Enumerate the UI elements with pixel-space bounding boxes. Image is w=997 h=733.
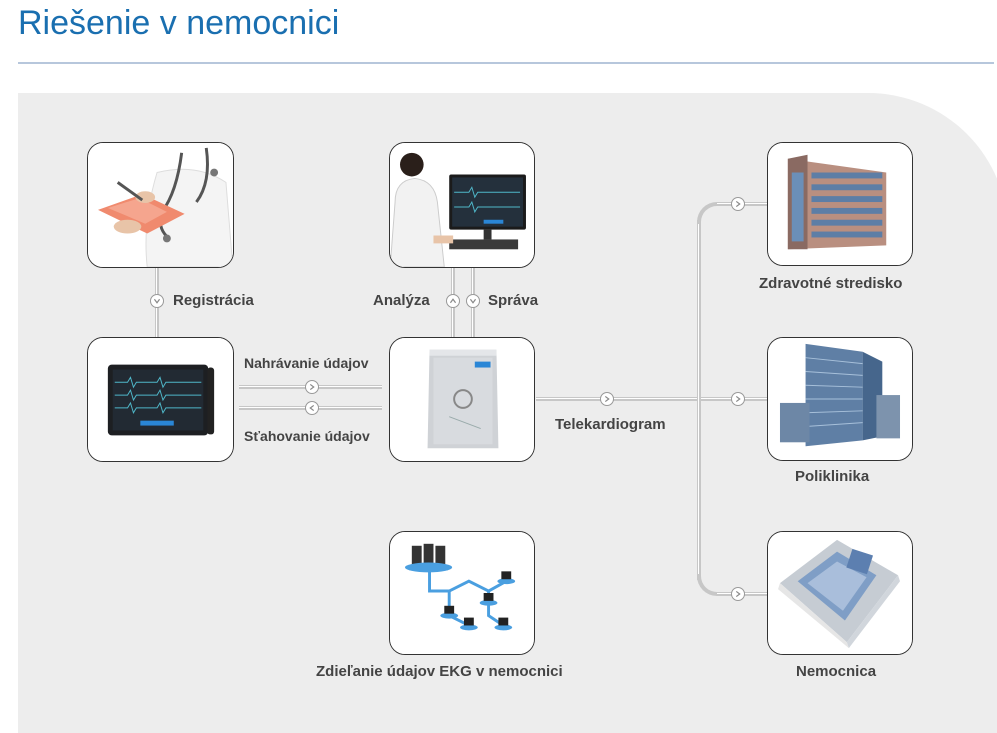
title-divider bbox=[18, 62, 994, 64]
hospital-image bbox=[767, 531, 913, 655]
analyst-workstation-image bbox=[389, 142, 535, 268]
chevron-left-icon bbox=[305, 401, 319, 415]
hospital-label: Nemocnica bbox=[796, 663, 877, 680]
connector-branch-trunk bbox=[697, 220, 701, 580]
chevron-right-icon bbox=[731, 197, 745, 211]
server-image bbox=[389, 337, 535, 462]
download-label: Sťahovanie údajov bbox=[244, 428, 370, 444]
report-label: Správa bbox=[488, 292, 539, 309]
connector-curve-top bbox=[697, 202, 719, 224]
connector-curve-bottom bbox=[697, 574, 719, 596]
doctor-image bbox=[87, 142, 234, 268]
chevron-right-icon bbox=[305, 380, 319, 394]
ecg-sharing-label: Zdieľanie údajov EKG v nemocnici bbox=[316, 663, 563, 680]
health-center-image bbox=[767, 142, 913, 266]
registration-label: Registrácia bbox=[173, 292, 254, 309]
chevron-down-icon bbox=[466, 294, 480, 308]
health-center-label: Zdravotné stredisko bbox=[759, 275, 903, 292]
connector-telecardiogram bbox=[536, 397, 768, 401]
ecg-tablet-image bbox=[87, 337, 234, 462]
hospital-network-image bbox=[389, 531, 535, 655]
chevron-right-icon bbox=[731, 392, 745, 406]
polyclinic-image bbox=[767, 337, 913, 461]
chevron-down-icon bbox=[150, 294, 164, 308]
chevron-right-icon bbox=[731, 587, 745, 601]
chevron-right-icon bbox=[600, 392, 614, 406]
polyclinic-label: Poliklinika bbox=[795, 468, 870, 485]
chevron-up-icon bbox=[446, 294, 460, 308]
upload-label: Nahrávanie údajov bbox=[244, 355, 369, 371]
analysis-label: Analýza bbox=[373, 292, 430, 309]
page-title: Riešenie v nemocnici bbox=[18, 4, 340, 42]
telecardiogram-label: Telekardiogram bbox=[555, 416, 666, 433]
